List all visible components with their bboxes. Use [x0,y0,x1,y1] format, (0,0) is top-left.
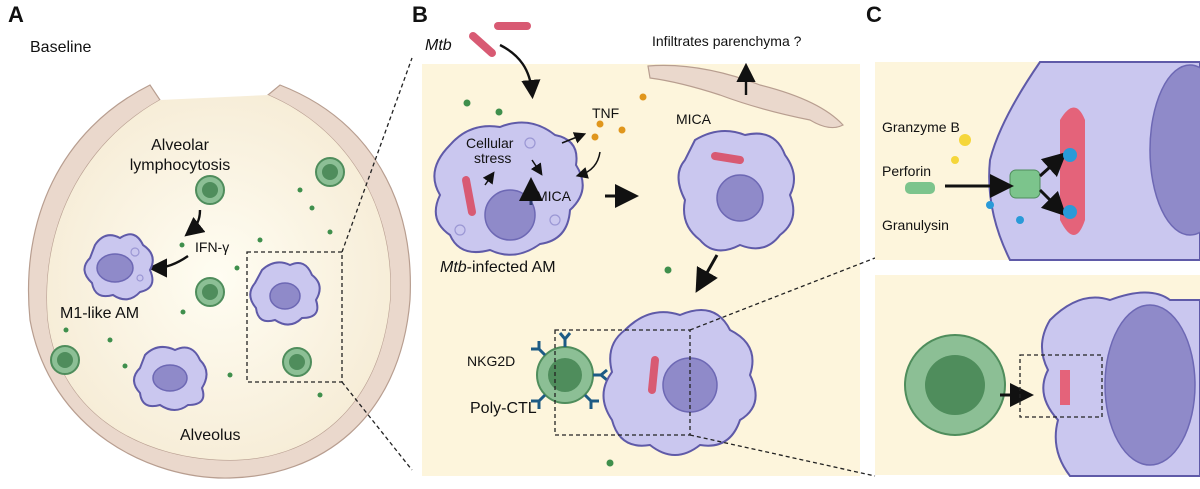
target-macrophage [602,309,757,456]
panel-c: C Granzyme B Perforin Granulysin [866,2,1200,477]
zoom-box-c [1019,354,1103,418]
granzyme-label: Granzyme B [882,119,960,135]
lymphocytosis-label-2: lymphocytosis [130,157,230,174]
poly-ctl-cell [531,332,608,409]
lymphocytes-a [50,157,345,377]
poly-ctl-label: Poly-CTL [470,400,537,417]
mica-macrophage [677,130,795,252]
panel-letter-c: C [866,2,882,27]
mica-label: MICA [676,111,712,127]
infiltrates-label: Infiltrates parenchyma ? [652,33,802,49]
lymphocytosis-label-1: Alveolar [151,137,209,154]
alveolus-label: Alveolus [180,427,240,444]
infected-am-label: Mtb-infected AM [440,259,556,276]
panel-a: A Baseline Alveolar lymphocytosis IFN-γ … [8,2,411,479]
ifng-dots [63,187,333,398]
mica-up-label: MICA [536,188,572,204]
zoom-box-b [554,329,691,436]
mtb-label: Mtb [425,37,452,54]
zoom-box-a [246,251,343,383]
ifng-label: IFN-γ [195,239,229,255]
baseline-title: Baseline [30,39,91,56]
macrophage-a3 [249,261,321,326]
macrophage-a1 [83,233,154,301]
granulysin-label: Granulysin [882,217,949,233]
nkg2d-label: NKG2D [467,353,515,369]
infected-macrophage [433,121,584,256]
panel-letter-a: A [8,2,24,27]
panel-b: B Mtb Infiltrates parenchyma ? TNF Cellu… [412,2,860,476]
panel-letter-b: B [412,2,428,27]
cellular-stress-2: stress [474,150,511,166]
m1-am-label: M1-like AM [60,305,139,322]
cellular-stress-1: Cellular [466,135,514,151]
macrophage-a2 [133,345,208,411]
perforin-label: Perforin [882,163,931,179]
tnf-label: TNF [592,105,619,121]
